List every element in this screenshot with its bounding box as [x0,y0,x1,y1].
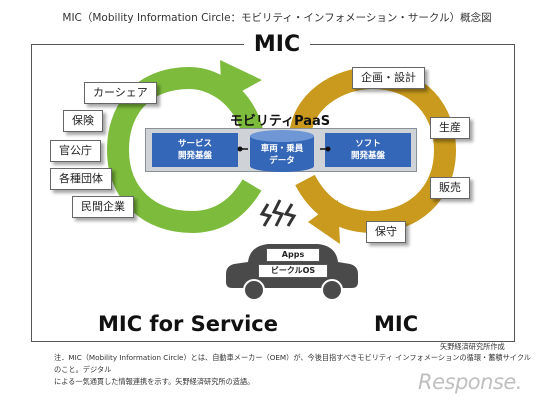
brand-watermark: Response. [418,370,522,394]
left-item-carshare: カーシェア [84,82,157,104]
mic-bottom-title: MIC [374,312,419,336]
green-loop [106,66,266,234]
left-item-insurance: 保険 [63,110,103,132]
paas-title: モビリティPaaS [229,114,331,129]
right-item-planning: 企画・設計 [352,67,425,89]
footnote: 注．MIC（Mobility Information Circle）とは、自動車… [54,352,534,388]
center-title: MIC [0,32,554,57]
credit-text: 矢野経済研究所作成 [440,342,505,351]
right-item-maintenance: 保守 [366,221,406,243]
green-arrowhead [220,60,262,102]
diagram-title: MIC（Mobility Information Circle：モビリティ・イン… [62,12,492,24]
service-platform-box: サービス 開発基盤 [152,133,238,167]
center-title-text: MIC [243,32,311,57]
left-item-private-companies: 民間企業 [72,196,134,218]
database-icon [250,130,314,172]
software-platform-box: ソフト 開発基盤 [325,133,411,167]
connector-lines [237,146,331,152]
right-item-production: 生産 [430,117,470,139]
vehicle-os-label: ビークルOS [258,264,328,278]
footnote-line-1: 注．MIC（Mobility Information Circle）とは、自動車… [54,353,531,374]
mic-for-service-title: MIC for Service [98,312,278,336]
footnote-line-2: による一気通貫した情報連携を示す。矢野経済研究所の造語。 [54,377,255,386]
signal-icon [259,199,297,227]
gold-arrowhead [308,200,340,244]
left-item-government: 官公庁 [50,140,101,162]
right-item-sales: 販売 [430,177,470,199]
gold-loop [289,66,457,234]
vehicle-data-label: 車両・乗員 データ [260,144,304,166]
apps-label: Apps [266,248,320,262]
left-item-organizations: 各種団体 [50,168,112,190]
